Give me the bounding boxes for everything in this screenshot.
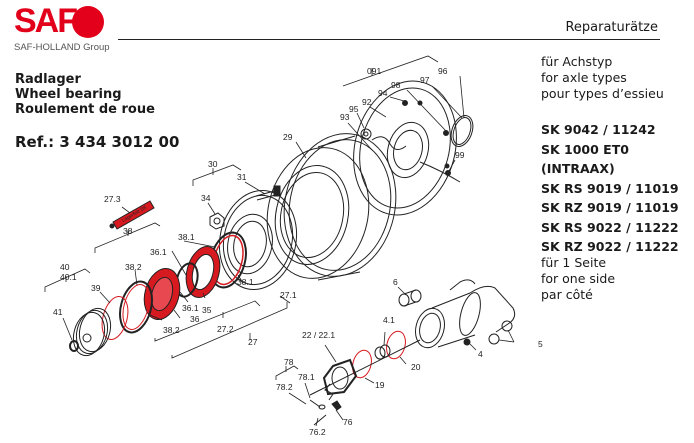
callout-22-22-1: 22 / 22.1	[302, 330, 335, 340]
callout-6: 6	[393, 277, 398, 287]
hub-cap	[72, 307, 112, 357]
callout-78-1: 78.1	[298, 372, 315, 382]
anchor-plate	[353, 80, 461, 216]
callout-27: 27	[248, 337, 258, 347]
clamp-ring	[450, 115, 474, 147]
side-de: für 1 Seite	[541, 255, 607, 270]
callout-38-2-top: 38.2	[125, 262, 142, 272]
wheel-nut	[209, 212, 225, 230]
title-fr: Roulement de roue	[15, 102, 155, 117]
callout-93: 93	[340, 112, 350, 122]
callout-38-2-bottom: 38.2	[163, 325, 180, 335]
callout-20: 20	[411, 362, 421, 372]
callout-78-2: 78.2	[276, 382, 293, 392]
axle-label-de: für Achstyp	[541, 54, 613, 69]
wheel-bolt	[255, 185, 281, 201]
callout-78: 78	[284, 357, 294, 367]
callout-41: 41	[53, 307, 63, 317]
lock-78	[309, 383, 342, 426]
callout-35: 35	[202, 305, 212, 315]
axle-model: SK RZ 9022 / 11222	[541, 239, 679, 254]
grease-tube-label: Lagerfett SK	[121, 204, 149, 223]
axle-nut-22	[322, 358, 358, 396]
seal-41	[69, 340, 79, 352]
part-title-block: Radlager Wheel bearing Roulement de roue	[15, 72, 155, 117]
grease-tube	[109, 200, 155, 230]
callout-27-1: 27.1	[280, 290, 297, 300]
callout-76-2: 76.2	[309, 427, 326, 437]
title-en: Wheel bearing	[15, 87, 122, 102]
callout-40-1: 40.1	[60, 272, 77, 282]
callout-40: 40	[60, 262, 70, 272]
callout-27-2: 27.2	[217, 324, 234, 334]
axle-stub	[415, 279, 516, 349]
o-ring-39	[101, 296, 129, 340]
callout-38: 38	[123, 226, 133, 236]
callout-36-1-bottom: 36.1	[182, 303, 199, 313]
callout-92: 92	[362, 97, 372, 107]
leader-lines	[44, 55, 515, 427]
brand-logo-dot	[72, 6, 104, 38]
side-note: für 1 Seite for one side par côté	[541, 255, 615, 303]
header-divider	[118, 39, 660, 40]
callout-27-3: 27.3	[104, 194, 121, 204]
callout-4: 4	[478, 349, 483, 359]
ring-5b	[488, 333, 500, 345]
callout-29: 29	[283, 132, 293, 142]
callout-36-1-top: 36.1	[150, 247, 167, 257]
bearing-35	[185, 246, 221, 298]
callout-94: 94	[378, 88, 388, 98]
document-title: Reparaturätze	[565, 20, 658, 35]
callout-31: 31	[237, 172, 247, 182]
callout-38-1-bottom: 38.1	[237, 277, 254, 287]
axle-model: SK 9042 / 11242	[541, 122, 656, 137]
callout-96: 96	[438, 66, 448, 76]
side-en: for one side	[541, 271, 616, 286]
callout-98: 98	[391, 80, 401, 90]
callout-34: 34	[201, 193, 211, 203]
nut-4-1	[374, 344, 391, 360]
axle-model: SK RZ 9019 / 11019	[541, 200, 679, 215]
callout-36: 36	[190, 314, 200, 324]
callout-97: 97	[420, 75, 430, 85]
ring-5a	[501, 320, 513, 332]
title-de: Radlager	[15, 72, 81, 87]
callout-38-1-top: 38.1	[178, 232, 195, 242]
axle-model: SK 1000 ET0 (INTRAAX)	[541, 141, 629, 177]
axle-label-fr: pour types d’essieu	[541, 86, 664, 101]
bush-6	[398, 289, 422, 307]
axle-type-label: für Achstyp for axle types pour types d’…	[541, 54, 664, 102]
washer-95	[360, 128, 372, 140]
callout-30: 30	[208, 159, 218, 169]
callout-091: 091	[367, 66, 381, 76]
brake-drum	[266, 133, 397, 281]
callout-39: 39	[91, 283, 101, 293]
callout-76: 76	[343, 417, 353, 427]
axle-model: SK RS 9019 / 11019	[541, 180, 679, 196]
callout-95: 95	[349, 104, 359, 114]
axle-label-en: for axle types	[541, 70, 627, 85]
brand-subtitle: SAF-HOLLAND Group	[14, 42, 110, 53]
reference-number: Ref.: 3 434 3012 00	[15, 133, 180, 151]
part-4	[463, 338, 471, 346]
callout-5: 5	[538, 339, 543, 349]
axle-model: SK RS 9022 / 11222	[541, 219, 679, 235]
side-fr: par côté	[541, 287, 593, 302]
wheel-hub	[218, 189, 298, 291]
axle-model-list: SK 9042 / 11242 SK 1000 ET0 (INTRAAX) SK…	[541, 120, 694, 257]
callout-4-1: 4.1	[383, 315, 395, 325]
seal-38-2	[119, 280, 153, 334]
callout-19: 19	[375, 380, 385, 390]
callout-99: 99	[455, 150, 465, 160]
bearing-36	[143, 268, 181, 320]
brand-logo: SAF	[14, 2, 78, 40]
o-ring-19	[352, 349, 372, 379]
